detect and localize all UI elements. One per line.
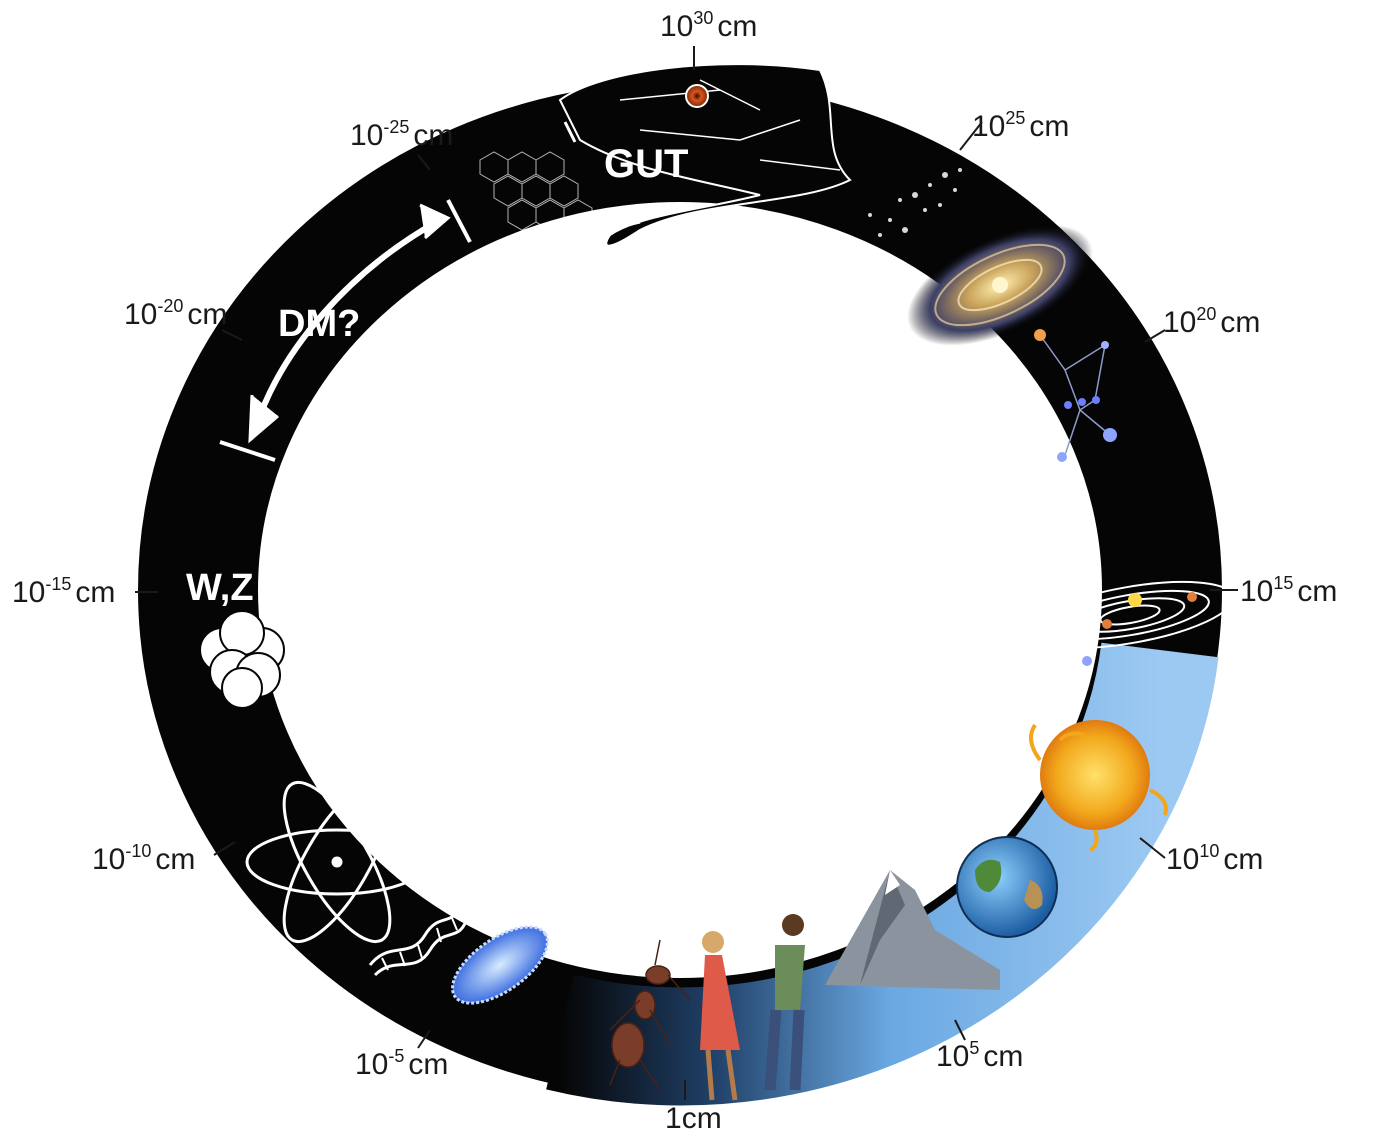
galaxy-cluster-icon [868, 168, 962, 237]
snake-head-icon [558, 63, 852, 247]
gut-label: GUT [604, 142, 688, 186]
dna-icon [368, 899, 470, 977]
earth-icon [956, 836, 1058, 938]
snake-eye-icon [685, 84, 709, 108]
mountain-icon [825, 870, 1000, 990]
dark-matter-label: DM? [278, 303, 360, 345]
sun-icon [1029, 720, 1168, 852]
scale-label-1e0: 1cm [665, 1102, 722, 1135]
dark-matter-arrow [219, 199, 472, 462]
weak-bosons-label: W,Z [186, 567, 254, 609]
bacterium-icon [451, 925, 549, 1005]
nucleus-icon [199, 610, 285, 709]
spiral-galaxy-icon [907, 224, 1093, 346]
snake-scales [479, 151, 593, 231]
atom-icon [245, 780, 429, 944]
solar-system-icon [1025, 580, 1235, 666]
sky-band [546, 642, 1219, 1106]
couple-icon [700, 914, 805, 1101]
scale-ticks [135, 46, 1238, 1100]
constellation-icon [1034, 329, 1117, 462]
ant-icon [609, 939, 691, 1091]
